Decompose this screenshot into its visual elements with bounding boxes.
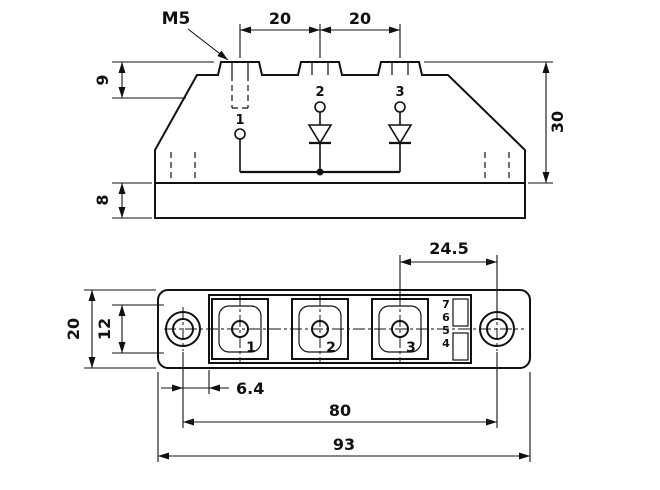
- pad-2-label: 2: [326, 340, 336, 356]
- aux-pin-7-label: 7: [442, 298, 450, 311]
- centerlines: [164, 294, 524, 364]
- module-body-outline: [154, 61, 526, 219]
- diode-symbol-terminal-2: [307, 124, 333, 145]
- dim-total-height-value: 30: [548, 111, 567, 133]
- dim-base-height: 8: [93, 182, 152, 219]
- terminal-2-label: 2: [315, 85, 324, 100]
- dim-pad-span-value: 12: [95, 318, 114, 340]
- aux-pin-4-label: 4: [442, 337, 450, 350]
- dim-overall-width-value: 20: [64, 318, 83, 340]
- dim-pad-span: 12: [95, 304, 164, 354]
- dim-terminal-height: 9: [93, 61, 214, 99]
- junction-dot: [316, 168, 324, 176]
- dim-overall-length-value: 93: [333, 435, 355, 454]
- aux-pin-6-label: 6: [442, 311, 450, 324]
- dim-pitch-1-value: 20: [269, 9, 291, 28]
- thread-size-label: M5: [162, 9, 191, 29]
- dim-total-height: 30: [424, 61, 567, 184]
- dim-terminal-height-value: 9: [93, 74, 112, 85]
- dim-overall-width: 20: [64, 289, 156, 369]
- threaded-hole-hidden-lines: [231, 75, 249, 109]
- circuit-schematic: 1 2 3: [234, 85, 413, 176]
- dim-hole-pitch: 80: [183, 352, 498, 428]
- dim-base-height-value: 8: [93, 194, 112, 205]
- dim-hole-pitch-value: 80: [329, 401, 351, 420]
- elevation-view: 1 2 3 M5 20 20 9: [93, 9, 567, 219]
- terminal-screw-lines: [231, 62, 409, 75]
- terminal-1-label: 1: [235, 113, 244, 128]
- pad-3-label: 3: [406, 340, 416, 356]
- thread-callout: M5: [162, 9, 229, 61]
- dim-pitch-2-value: 20: [349, 9, 371, 28]
- dim-hole-inset: 6.4: [161, 352, 264, 428]
- plan-view: 1 2 3 7 6 5 4: [64, 239, 531, 462]
- diode-symbol-terminal-3: [387, 124, 413, 145]
- aux-pin-5-label: 5: [442, 324, 450, 337]
- dim-overall-length: 93: [157, 372, 531, 462]
- aux-pin-strip: 7 6 5 4: [442, 298, 469, 361]
- dim-hole-inset-value: 6.4: [236, 379, 264, 398]
- pad-1-label: 1: [246, 340, 256, 356]
- terminal-3-label: 3: [395, 85, 404, 100]
- dim-terminal-pitch: 20 20: [239, 9, 401, 58]
- dim-hole-to-pad: 24.5: [399, 239, 498, 312]
- dim-hole-to-pad-value: 24.5: [429, 239, 468, 258]
- flange-hole-hidden-lines: [170, 152, 510, 181]
